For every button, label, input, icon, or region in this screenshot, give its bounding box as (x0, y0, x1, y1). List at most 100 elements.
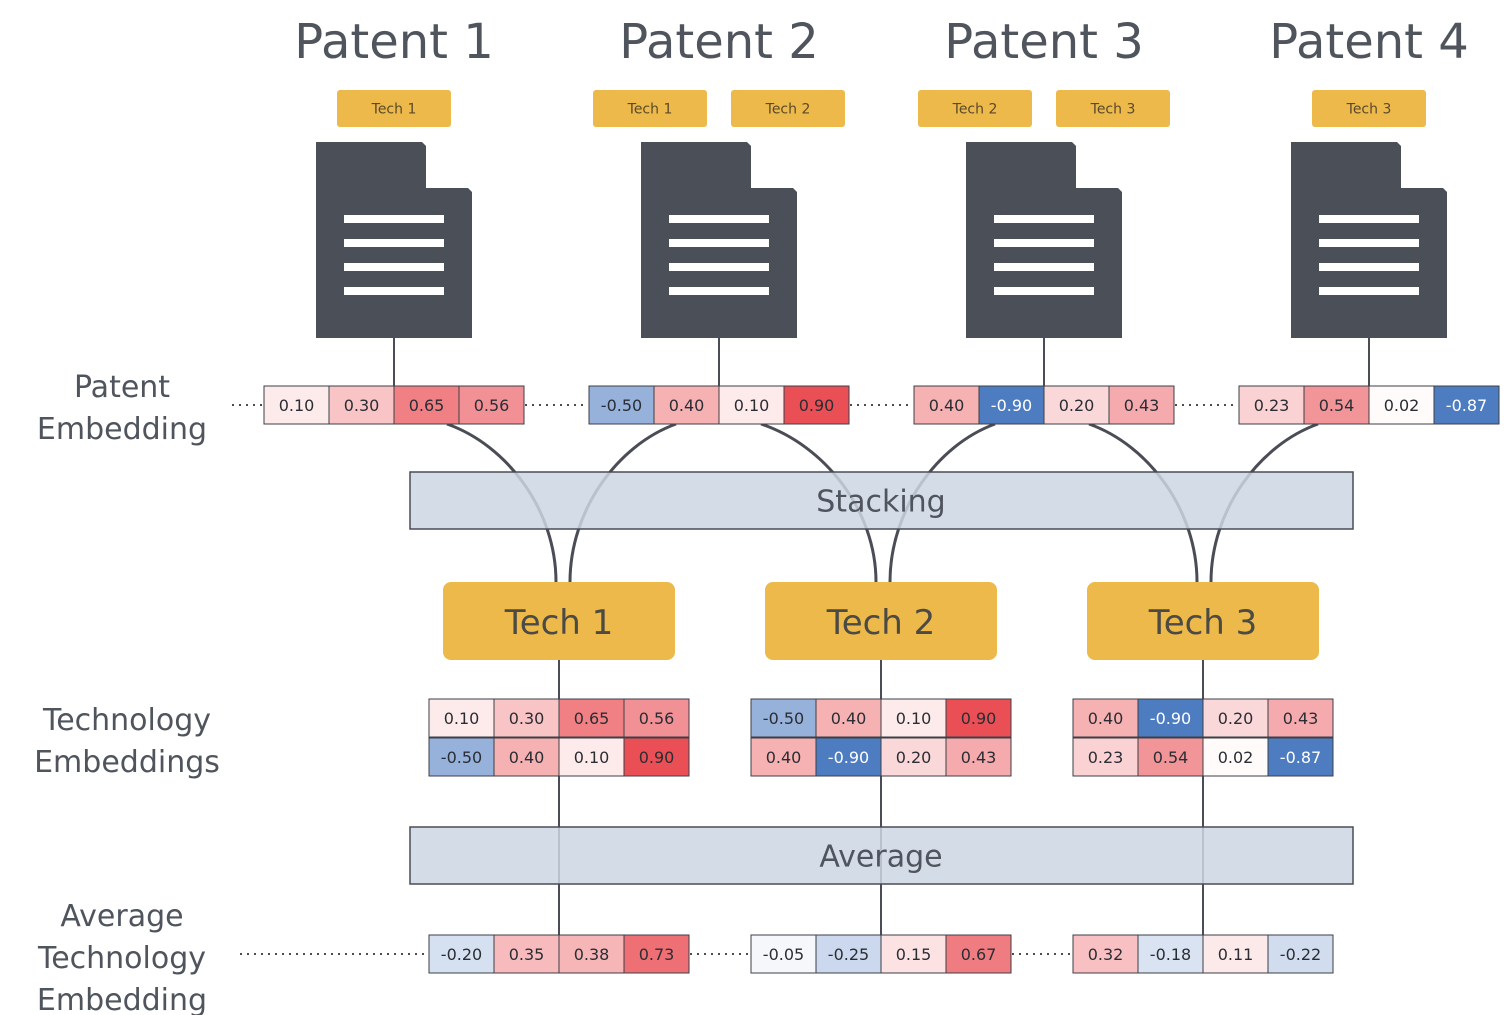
patent-3-document-icon (966, 142, 1122, 338)
patent-1-document-icon-text-line-1 (344, 239, 444, 247)
tech-1-label: Tech 1 (504, 603, 614, 643)
patent-2-document-icon-text-line-3 (669, 287, 769, 295)
tech-2-embedding-row-2-value-0: 0.40 (766, 748, 802, 767)
tech-2-embedding-row-2-cell-0 (750, 737, 817, 777)
tech-3-average-embedding-value-2: 0.11 (1218, 945, 1254, 964)
tech-3-embedding-row-1-value-3: 0.43 (1283, 709, 1319, 728)
tech-2-embedding-row-2-cell-2 (880, 737, 947, 777)
tech-3-embedding-row-1-cell-1 (1137, 698, 1204, 738)
patent-3-document-icon-fold (1076, 144, 1120, 188)
patent-1-document-icon (316, 142, 472, 338)
patent-3-tag-2-label: Tech 3 (1090, 102, 1136, 118)
tech-3-box (1087, 582, 1319, 660)
patent-2-document-icon-text-line-1 (669, 239, 769, 247)
patent-title-1: Patent 1 (294, 14, 494, 70)
tech-1-embedding-row-2-value-0: -0.50 (441, 748, 482, 767)
tech-3-average-embedding-value-3: -0.22 (1280, 945, 1321, 964)
tech-3-embedding-row-2-value-1: 0.54 (1153, 748, 1189, 767)
patent-3-embedding-cell-1 (978, 385, 1045, 425)
tech-2-label: Tech 2 (826, 603, 936, 643)
tech-3-embedding-row-2-value-2: 0.02 (1218, 748, 1254, 767)
patent-1-document-icon-fold (426, 144, 470, 188)
tech-3-average-embedding-value-1: -0.18 (1150, 945, 1191, 964)
tech-2-embedding-row-2-value-1: -0.90 (828, 748, 869, 767)
operation-bands (409, 471, 1354, 885)
tech-1-embedding-row-1-value-0: 0.10 (444, 709, 480, 728)
patent-4-document-icon-text-line-1 (1319, 239, 1419, 247)
patent-1-tag-1-label: Tech 1 (371, 102, 417, 118)
patent-1-document-icon-text-line-3 (344, 287, 444, 295)
tech-1-average-embedding-value-0: -0.20 (441, 945, 482, 964)
patent-2-embedding-value-1: 0.40 (669, 396, 705, 415)
patent-3-embedding-value-3: 0.43 (1124, 396, 1160, 415)
tech-3-embedding-row-1-cell-0 (1072, 698, 1139, 738)
patent-4-document-icon (1291, 142, 1447, 338)
patent-2-document-icon-text-line-0 (669, 215, 769, 223)
tech-3-average-embedding-cell-1 (1137, 934, 1204, 974)
tech-1-embedding-row-2-cell-3 (623, 737, 690, 777)
tech-2-average-embedding-value-0: -0.05 (763, 945, 804, 964)
tech-3-embedding-row-2-cell-2 (1202, 737, 1269, 777)
patent-title-3: Patent 3 (944, 14, 1144, 70)
tech-2-embedding-row-2-value-3: 0.43 (961, 748, 997, 767)
technology-embeddings-label-line-2: Embeddings (34, 745, 220, 780)
average-technology-embedding-label-line-1: Average (60, 899, 183, 934)
patent-4-embedding-cell-1 (1303, 385, 1370, 425)
average-band (409, 826, 1354, 885)
patent-2-document-icon-text-line-2 (669, 263, 769, 271)
patent-1-embedding-cell-1 (328, 385, 395, 425)
tech-3-average-embedding-cell-3 (1267, 934, 1334, 974)
patent-3-embedding-cell-0 (913, 385, 980, 425)
patent-4-tag-1-box (1312, 90, 1426, 127)
tech-1-embedding-row-2-value-2: 0.10 (574, 748, 610, 767)
patent-3-embedding-cell-3 (1108, 385, 1175, 425)
patent-2-embedding-value-0: -0.50 (601, 396, 642, 415)
patent-2-tag-1-box (593, 90, 707, 127)
patent-4-document-icon-text-line-3 (1319, 287, 1419, 295)
patent-3-document-icon-text-line-3 (994, 287, 1094, 295)
patent-title-2: Patent 2 (619, 14, 819, 70)
patent-3-tag-1-label: Tech 2 (952, 102, 998, 118)
tech-1-average-embedding-cell-0 (428, 934, 495, 974)
patent-1-embedding-value-2: 0.65 (409, 396, 445, 415)
tech-3-embedding-row-1-cell-3 (1267, 698, 1334, 738)
tech-3-embedding-row-2-cell-3 (1267, 737, 1334, 777)
patent-2-document-icon (641, 142, 797, 338)
tech-1-embedding-row-1-cell-1 (493, 698, 560, 738)
patent-2-embedding-cell-3 (783, 385, 850, 425)
patent-3-embedding-value-0: 0.40 (929, 396, 965, 415)
patent-4-document-icon-text-line-0 (1319, 215, 1419, 223)
tech-2-embedding-row-1-cell-3 (945, 698, 1012, 738)
tech-3-embedding-row-1-value-2: 0.20 (1218, 709, 1254, 728)
patent-3-embedding-value-2: 0.20 (1059, 396, 1095, 415)
tech-1-embedding-row-1-value-3: 0.56 (639, 709, 675, 728)
tech-1-embedding-row-1-cell-0 (428, 698, 495, 738)
average-technology-embedding-label-line-3: Embedding (37, 983, 207, 1015)
stacking-band (409, 471, 1354, 530)
tech-3-embedding-row-1-cell-2 (1202, 698, 1269, 738)
patent-2-tag-2-label: Tech 2 (765, 102, 811, 118)
patent-1-tag-1-box (337, 90, 451, 127)
patent-embedding-label-line-2: Embedding (37, 412, 207, 447)
patent-3-tag-2-box (1056, 90, 1170, 127)
patent-2-embedding-value-3: 0.90 (799, 396, 835, 415)
patent-3-document-icon-text-line-2 (994, 263, 1094, 271)
tech-1-embedding-row-2-value-1: 0.40 (509, 748, 545, 767)
tech-1-embedding-row-1-cell-2 (558, 698, 625, 738)
tech-2-embedding-row-2-cell-3 (945, 737, 1012, 777)
tech-2-embedding-row-1-cell-2 (880, 698, 947, 738)
patent-4-document-icon-text-line-2 (1319, 263, 1419, 271)
patent-4-embedding-value-1: 0.54 (1319, 396, 1355, 415)
patent-2-tag-2-box (731, 90, 845, 127)
tech-2-embedding-row-1-cell-1 (815, 698, 882, 738)
tech-1-embedding-row-2-cell-2 (558, 737, 625, 777)
tech-2-embedding-row-1-value-0: -0.50 (763, 709, 804, 728)
tech-3-embedding-row-1-value-1: -0.90 (1150, 709, 1191, 728)
patent-1-embedding-cell-3 (458, 385, 525, 425)
tech-2-average-embedding-cell-2 (880, 934, 947, 974)
patent-title-4: Patent 4 (1269, 14, 1469, 70)
patent-4-embedding-cell-2 (1368, 385, 1435, 425)
tech-2-embedding-row-1-value-1: 0.40 (831, 709, 867, 728)
patent-4-embedding-value-3: -0.87 (1446, 396, 1487, 415)
